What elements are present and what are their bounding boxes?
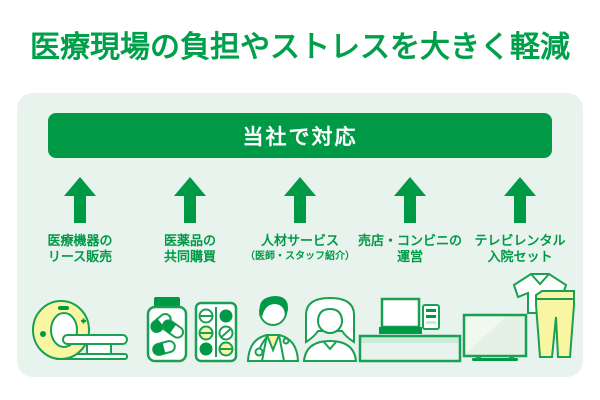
services-panel: 当社で対応 医療機器のリース販売 医薬品の共同購買 人材サービス（医師・スタッフ… bbox=[17, 93, 583, 377]
medical-staff-icon bbox=[242, 269, 358, 363]
icons-row bbox=[25, 269, 575, 363]
service-label-tv-rental: テレビレンタル入院セット bbox=[474, 233, 566, 264]
arrows-row bbox=[25, 158, 575, 223]
labels-row: 医療機器のリース販売 医薬品の共同購買 人材サービス（医師・スタッフ紹介） 売店… bbox=[25, 223, 575, 269]
medicine-icon bbox=[140, 269, 240, 363]
up-arrow-icon bbox=[504, 177, 536, 223]
up-arrow-icon bbox=[174, 177, 206, 223]
up-arrow-icon bbox=[64, 177, 96, 223]
page-title: 医療現場の負担やストレスを大きく軽減 bbox=[30, 31, 570, 64]
up-arrow-icon bbox=[284, 177, 316, 223]
tv-rental-icon bbox=[462, 269, 578, 363]
service-label-medical-equipment: 医療機器のリース販売 bbox=[47, 233, 113, 264]
banner-label: 当社で対応 bbox=[242, 125, 358, 149]
service-label-hr-services: 人材サービス（医師・スタッフ紹介） bbox=[245, 233, 355, 262]
mri-scanner-icon bbox=[29, 269, 131, 363]
service-label-store: 売店・コンビニの運営 bbox=[357, 233, 462, 264]
company-response-banner: 当社で対応 bbox=[48, 113, 552, 158]
up-arrow-icon bbox=[394, 177, 426, 223]
store-register-icon bbox=[358, 269, 462, 363]
service-label-pharmaceuticals: 医薬品の共同購買 bbox=[163, 233, 216, 264]
